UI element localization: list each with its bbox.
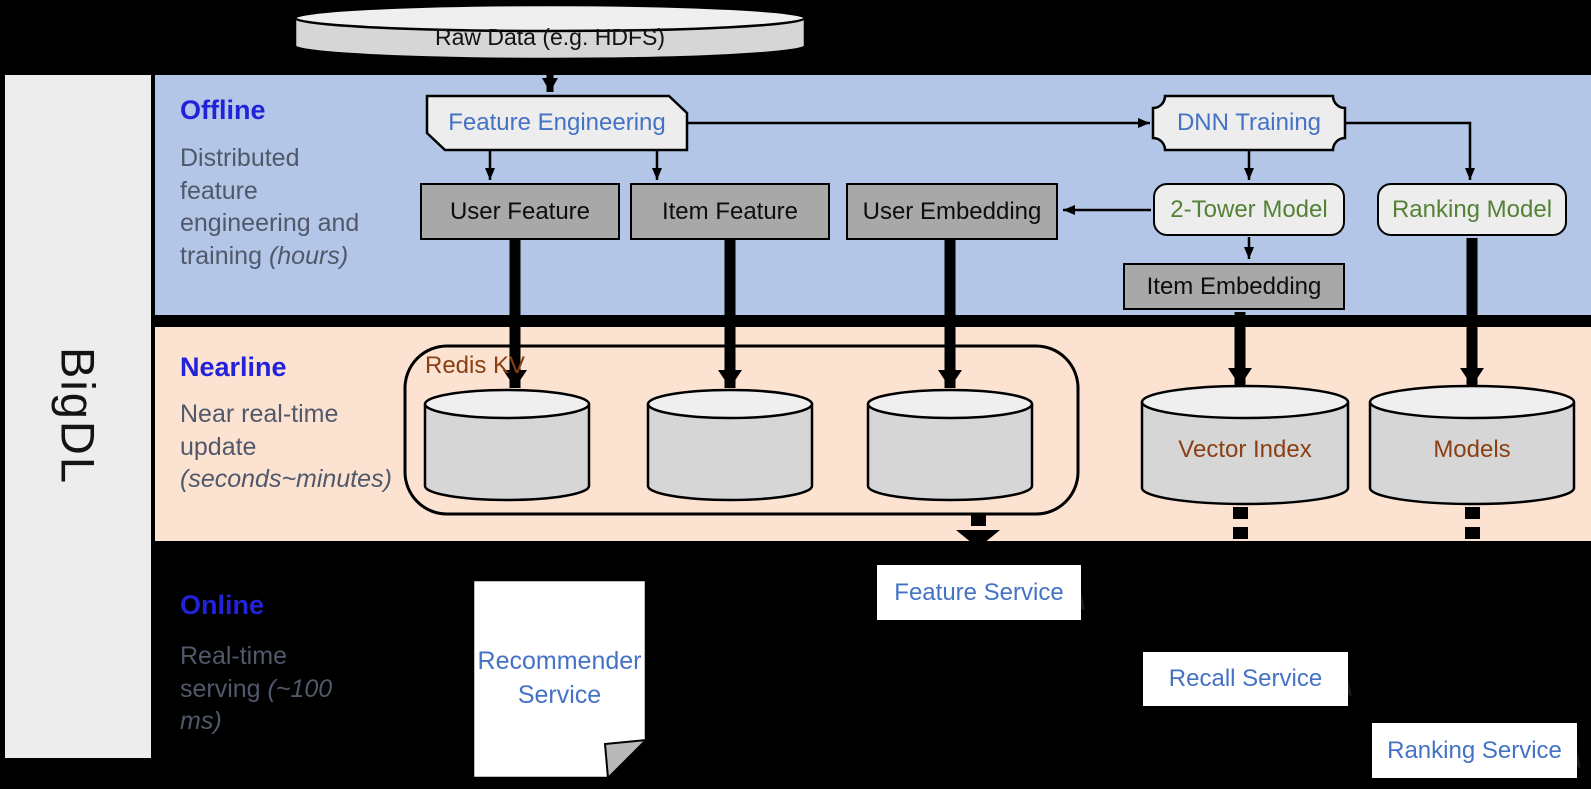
vector-index-label: Vector Index bbox=[1178, 436, 1312, 463]
feature-service-node: Feature Service bbox=[877, 565, 1081, 620]
recommender-service-label: Recommender Service bbox=[477, 647, 642, 709]
raw-data-label: Raw Data (e.g. HDFS) bbox=[434, 23, 666, 50]
redis-kv-label: Redis KV bbox=[425, 352, 526, 379]
arrow-dnn-training-to-ranking-model bbox=[1345, 121, 1475, 180]
bigdl-sidebar: BigDL bbox=[5, 75, 151, 758]
redis-cylinder-2 bbox=[646, 388, 814, 502]
user-feature-node: User Feature bbox=[420, 183, 620, 240]
feature-engineering-node bbox=[425, 94, 689, 152]
ranking-model-node: Ranking Model bbox=[1377, 183, 1567, 236]
offline-section-description: Distributed feature engineering and trai… bbox=[180, 144, 360, 270]
arrow-models-to-ranking-service bbox=[1465, 507, 1480, 539]
online-section-description: Real-time serving (~100 ms) bbox=[180, 642, 333, 735]
models-cylinder bbox=[1368, 384, 1576, 506]
models-label: Models bbox=[1433, 436, 1511, 463]
item-embedding-node: Item Embedding bbox=[1123, 263, 1345, 310]
redis-cylinder-3 bbox=[866, 388, 1034, 502]
raw-data-cylinder bbox=[293, 3, 807, 61]
redis-kv-container bbox=[403, 344, 1080, 516]
dnn-training-label: DNN Training bbox=[1176, 109, 1322, 136]
arrow-redis-to-feature-service bbox=[956, 515, 1000, 548]
feature-engineering-label: Feature Engineering bbox=[448, 109, 666, 136]
bigdl-logo-text: BigDL bbox=[51, 347, 105, 486]
ranking-service-node: Ranking Service bbox=[1372, 723, 1577, 778]
nearline-section-description: Near real-time update (seconds~minutes) bbox=[180, 400, 392, 493]
redis-cylinder-1 bbox=[423, 388, 591, 502]
offline-section-title: Offline bbox=[180, 95, 266, 125]
nearline-section-title: Nearline bbox=[180, 352, 287, 382]
vector-index-cylinder bbox=[1140, 384, 1350, 506]
online-section-title: Online bbox=[180, 590, 265, 620]
arrow-vector-index-to-recall-service bbox=[1233, 507, 1248, 539]
item-feature-node: Item Feature bbox=[630, 183, 830, 240]
user-embedding-node: User Embedding bbox=[846, 183, 1058, 240]
two-tower-model-node: 2-Tower Model bbox=[1153, 183, 1345, 236]
recommender-service-document bbox=[471, 578, 649, 781]
dnn-training-node bbox=[1151, 94, 1347, 152]
recall-service-node: Recall Service bbox=[1143, 652, 1348, 706]
